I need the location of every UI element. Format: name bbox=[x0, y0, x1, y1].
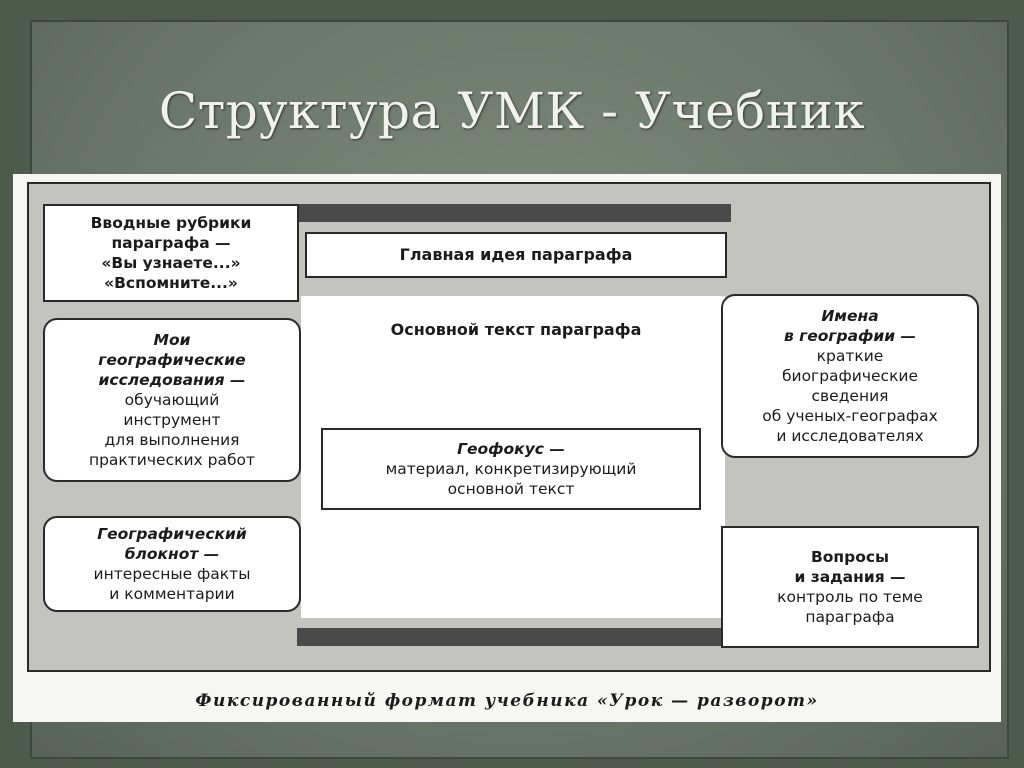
names-text-line: и исследователях bbox=[776, 427, 924, 445]
geofocus-text-line: материал, конкретизирующий bbox=[385, 460, 637, 478]
geofocus-title-line: Геофокус — bbox=[457, 440, 565, 458]
notebook-box: Географический блокнот — интересные факт… bbox=[43, 516, 301, 612]
research-box: Мои географические исследования — обучаю… bbox=[43, 318, 301, 482]
research-text-line: обучающий bbox=[124, 391, 220, 409]
questions-box: Вопросы и задания — контроль по теме пар… bbox=[721, 526, 979, 648]
names-title-line: Имена bbox=[821, 307, 879, 325]
names-text-line: биографические bbox=[781, 367, 919, 385]
names-title-line: в географии — bbox=[783, 327, 917, 345]
research-title-line: географические bbox=[98, 351, 246, 369]
bottom-bar bbox=[297, 628, 731, 646]
research-title-line: исследования — bbox=[98, 371, 246, 389]
top-bar bbox=[297, 204, 731, 222]
names-text-line: краткие bbox=[816, 347, 884, 365]
names-text-line: об ученых-географах bbox=[762, 407, 938, 425]
names-text-line: сведения bbox=[811, 387, 889, 405]
intro-line: параграфа — bbox=[111, 234, 231, 252]
research-title-line: Мои bbox=[153, 331, 191, 349]
notebook-text-line: интересные факты bbox=[93, 565, 251, 583]
research-text-line: инструмент bbox=[123, 411, 221, 429]
research-text-line: для выполнения bbox=[104, 431, 240, 449]
diagram-caption: Фиксированный формат учебника «Урок — ра… bbox=[195, 691, 819, 711]
questions-title-line: и задания — bbox=[794, 568, 906, 586]
geofocus-text-line: основной текст bbox=[447, 480, 575, 498]
intro-line: «Вспомните...» bbox=[104, 274, 238, 292]
intro-line: Вводные рубрики bbox=[90, 214, 252, 232]
notebook-text-line: и комментарии bbox=[109, 585, 235, 603]
geofocus-box: Геофокус — материал, конкретизирующий ос… bbox=[321, 428, 701, 510]
main-idea-box: Главная идея параграфа bbox=[305, 232, 727, 278]
questions-title-line: Вопросы bbox=[810, 548, 890, 566]
main-text-label: Основной текст параграфа bbox=[390, 320, 642, 339]
main-idea-label: Главная идея параграфа bbox=[399, 245, 633, 264]
research-text-line: практических работ bbox=[88, 451, 256, 469]
intro-line: «Вы узнаете...» bbox=[101, 254, 241, 272]
names-box: Имена в географии — краткие биографическ… bbox=[721, 294, 979, 458]
slide-title: Структура УМК - Учебник bbox=[158, 82, 866, 140]
questions-text-line: контроль по теме bbox=[777, 588, 923, 606]
intro-rubrics-box: Вводные рубрики параграфа — «Вы узнаете.… bbox=[43, 204, 299, 302]
notebook-title-line: блокнот — bbox=[124, 545, 220, 563]
diagram-image: Главная идея параграфа Основной текст па… bbox=[13, 174, 1001, 722]
textbook-spread-scheme: Главная идея параграфа Основной текст па… bbox=[27, 182, 991, 672]
questions-text-line: параграфа bbox=[805, 608, 895, 626]
notebook-title-line: Географический bbox=[97, 525, 247, 543]
